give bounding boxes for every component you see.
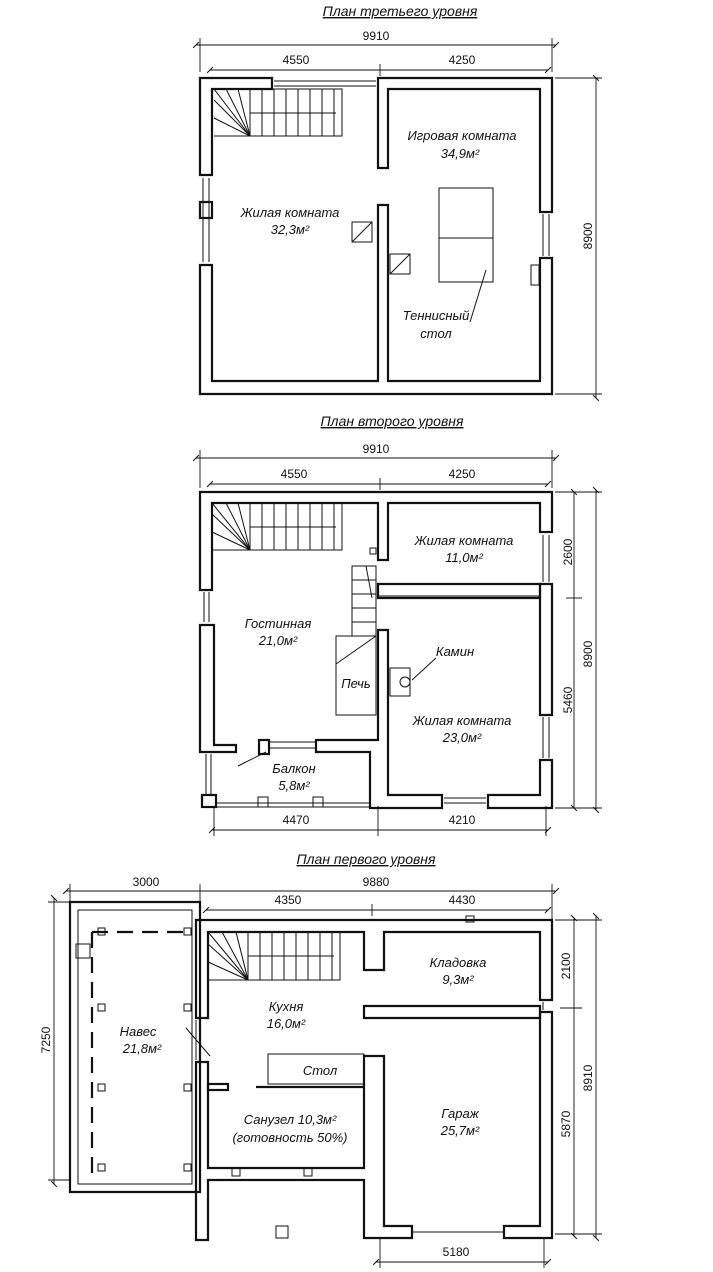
level3-plan: План третьего уровня 9910 4550 4250 8900 (192, 3, 602, 402)
level3-walls (198, 76, 554, 396)
level2-walls (198, 490, 554, 810)
level2-dim-right-top: 2600 (561, 538, 575, 565)
canopy (68, 900, 211, 1194)
level2-plan: План второго уровня 9910 4550 4250 4470 … (192, 413, 602, 836)
level2-dim-right-bottom: 5460 (561, 686, 575, 713)
level1-room-area: 9,3м² (442, 972, 474, 987)
tennis-table-label: стол (420, 326, 452, 341)
level1-room-area: 16,0м² (267, 1016, 306, 1031)
level3-dim-height: 8900 (581, 222, 595, 249)
level1-dimensions: 3000 9880 4350 4430 7250 2100 5870 8910 … (39, 875, 602, 1268)
level3-dim-total: 9910 (363, 29, 390, 43)
level2-room-label: Жилая комната (414, 533, 514, 548)
bathroom-status: (готовность 50%) (232, 1130, 347, 1145)
level2-dim-top-left: 4550 (281, 467, 308, 481)
level2-stairs (210, 502, 540, 637)
level2-room-label: Жилая комната (412, 713, 512, 728)
level1-dim-canopy: 3000 (133, 875, 160, 889)
level1-dim-right-top: 2100 (559, 952, 573, 979)
level1-room-label: Навес (120, 1024, 157, 1039)
stove-label: Печь (341, 676, 371, 691)
level2-room-area: 11,0м² (445, 550, 483, 565)
level2-room-label: Гостинная (245, 616, 312, 631)
canopy-post-icon (75, 943, 91, 959)
level2-room-area: 23,0м² (442, 730, 482, 745)
level3-room-label: Жилая комната (240, 205, 340, 220)
level1-plan: План первого уровня 3000 9880 4350 4430 … (39, 851, 602, 1268)
level2-dim-top-right: 4250 (449, 467, 476, 481)
level1-dim-top-left: 4350 (275, 893, 302, 907)
level2-room-area: 21,0м² (258, 633, 298, 648)
level2-room-area: 5,8м² (278, 778, 310, 793)
level2-dim-height: 8900 (581, 640, 595, 667)
level1-dim-height: 8910 (581, 1064, 595, 1091)
level3-dim-right: 4250 (449, 53, 476, 67)
level1-dim-right-bottom: 5870 (559, 1110, 573, 1137)
level1-room-label: Кухня (269, 999, 304, 1014)
level3-dimensions: 9910 4550 4250 8900 (192, 29, 602, 402)
level1-walls (194, 915, 554, 1242)
level1-title: План первого уровня (297, 851, 436, 867)
level3-dim-left: 4550 (283, 53, 310, 67)
tennis-table-icon (438, 187, 494, 283)
level2-room-label: Балкон (272, 761, 315, 776)
level2-dim-bottom-left: 4470 (283, 813, 310, 827)
level3-room-area: 32,3м² (271, 222, 310, 237)
level1-dim-bottom: 5180 (443, 1245, 470, 1259)
level2-dimensions: 9910 4550 4250 4470 4210 2600 5460 8900 (192, 442, 602, 836)
level3-features (351, 187, 494, 323)
level1-room-label: Гараж (441, 1106, 479, 1121)
level1-room-area: 21,8м² (122, 1041, 162, 1056)
level1-dim-left: 7250 (39, 1026, 53, 1053)
tennis-table-label: Теннисный (403, 308, 470, 323)
level1-dim-total: 9880 (363, 875, 390, 889)
fireplace-label: Камин (436, 644, 474, 659)
level1-room-label: Кладовка (430, 955, 487, 970)
bathroom-label: Санузел 10,3м² (244, 1112, 337, 1127)
level1-stairs (206, 931, 341, 981)
level3-room-label: Игровая комната (407, 128, 516, 143)
level3-stairs (212, 88, 343, 137)
level3-room-area: 34,9м² (441, 146, 480, 161)
level2-features (237, 635, 437, 767)
table-label: Стол (303, 1063, 338, 1078)
level1-dim-top-right: 4430 (449, 893, 476, 907)
level3-title: План третьего уровня (323, 3, 478, 19)
level2-dim-total: 9910 (363, 442, 390, 456)
level2-title: План второго уровня (321, 413, 464, 429)
level1-room-area: 25,7м² (440, 1123, 480, 1138)
level2-dim-bottom-right: 4210 (449, 813, 476, 827)
